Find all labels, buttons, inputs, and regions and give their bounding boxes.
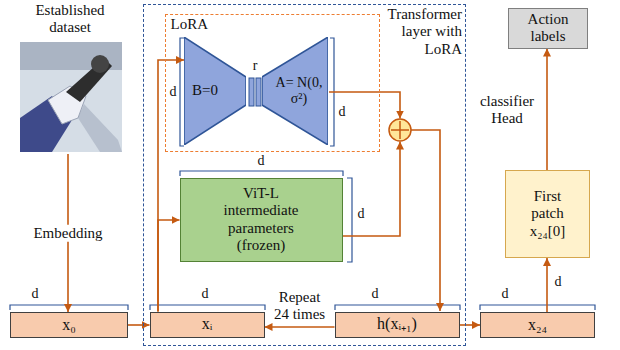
dimension-label-holder: d (358, 206, 365, 221)
dimension-bracket (480, 305, 595, 310)
node-text: Transformer layer with LoRA (382, 6, 462, 58)
lora-b-trapezoid: B=0 (184, 37, 246, 145)
dimension-bracket (180, 171, 343, 176)
node-text: A= N(0, σ²) (272, 75, 326, 107)
dimension-label-holder: d (202, 286, 209, 301)
dimension-label: d (258, 153, 265, 168)
dimension-label-holder: d (32, 286, 39, 301)
final-output-box: x₂₄ (480, 312, 595, 338)
dimension-label: d (502, 286, 509, 301)
dimension-label-holder: d (339, 104, 346, 119)
dimension-bracket (347, 178, 352, 262)
flow-arrow (265, 326, 335, 328)
layer-output-box: h(xᵢ₊₁) (335, 312, 460, 338)
node-text: h(xᵢ₊₁) (377, 315, 417, 333)
node-text: Established dataset (28, 2, 112, 37)
frozen-output-line (343, 142, 400, 237)
edge-label-holder: Repeat 24 times (270, 289, 330, 322)
layer-input-box: xᵢ (150, 312, 265, 338)
edge-label: Repeat 24 times (270, 289, 330, 322)
edge-label: classifier Head (474, 93, 540, 126)
node-text: xᵢ (202, 315, 213, 333)
edge-label-holder: classifier Head (474, 93, 540, 126)
dimension-bracket (335, 305, 460, 310)
dimension-label-holder: r (253, 58, 258, 73)
edge-label-holder: Embedding (31, 225, 104, 242)
dimension-label-holder: d (502, 286, 509, 301)
plus-sign (391, 121, 409, 139)
dimension-brackets (10, 38, 595, 310)
dimension-label-holder: d (555, 274, 562, 289)
node-text: x₂₄ (528, 316, 547, 334)
rank-bottleneck (256, 78, 261, 106)
embedding-box: x₀ (10, 312, 128, 338)
class-token-box: First patch x₂₄[0] (505, 170, 590, 258)
action-labels-box: Action labels (508, 8, 588, 49)
node-text: ViT-L intermediate parameters (frozen) (209, 185, 313, 254)
trapezoid-shape (262, 37, 328, 145)
node-text: x₀ (62, 316, 76, 334)
rank-bottleneck (249, 78, 254, 106)
dimension-label-holder: d (372, 286, 379, 301)
dimension-label: d (372, 286, 379, 301)
dimension-label: d (170, 84, 177, 99)
frozen-weights-box: ViT-L intermediate parameters (frozen) (180, 178, 343, 262)
lora-a-trapezoid: A= N(0, σ²) (262, 37, 328, 145)
edge-label: Embedding (31, 225, 104, 242)
dimension-label: d (32, 286, 39, 301)
node-text: B=0 (192, 82, 218, 99)
flow-arrow (158, 220, 180, 312)
flow-arrow (546, 49, 548, 171)
dimension-label-holder: d (258, 153, 265, 168)
dataset-photo (20, 42, 122, 152)
dimension-label: d (339, 104, 346, 119)
flow-arrow (546, 258, 548, 312)
node-text: First patch x₂₄[0] (523, 188, 573, 240)
sum-symbol (389, 119, 411, 141)
dimension-bracket (10, 305, 128, 310)
dimension-label: d (555, 274, 562, 289)
dimension-bracket (150, 305, 265, 310)
flow-arrow (128, 324, 150, 326)
dimension-label: r (253, 58, 258, 73)
trapezoid-shape (184, 37, 246, 145)
dimension-label: d (202, 286, 209, 301)
lora-region: LoRA B=0 A= N(0, σ²) (165, 14, 380, 152)
dimension-label: d (358, 206, 365, 221)
sum-output-line (411, 130, 440, 311)
node-text: Action labels (518, 11, 578, 46)
dimension-label-holder: d (170, 84, 177, 99)
dataset-image: Established dataset (8, 2, 132, 154)
node-text: LoRA (171, 16, 209, 33)
flow-arrow (460, 324, 481, 326)
